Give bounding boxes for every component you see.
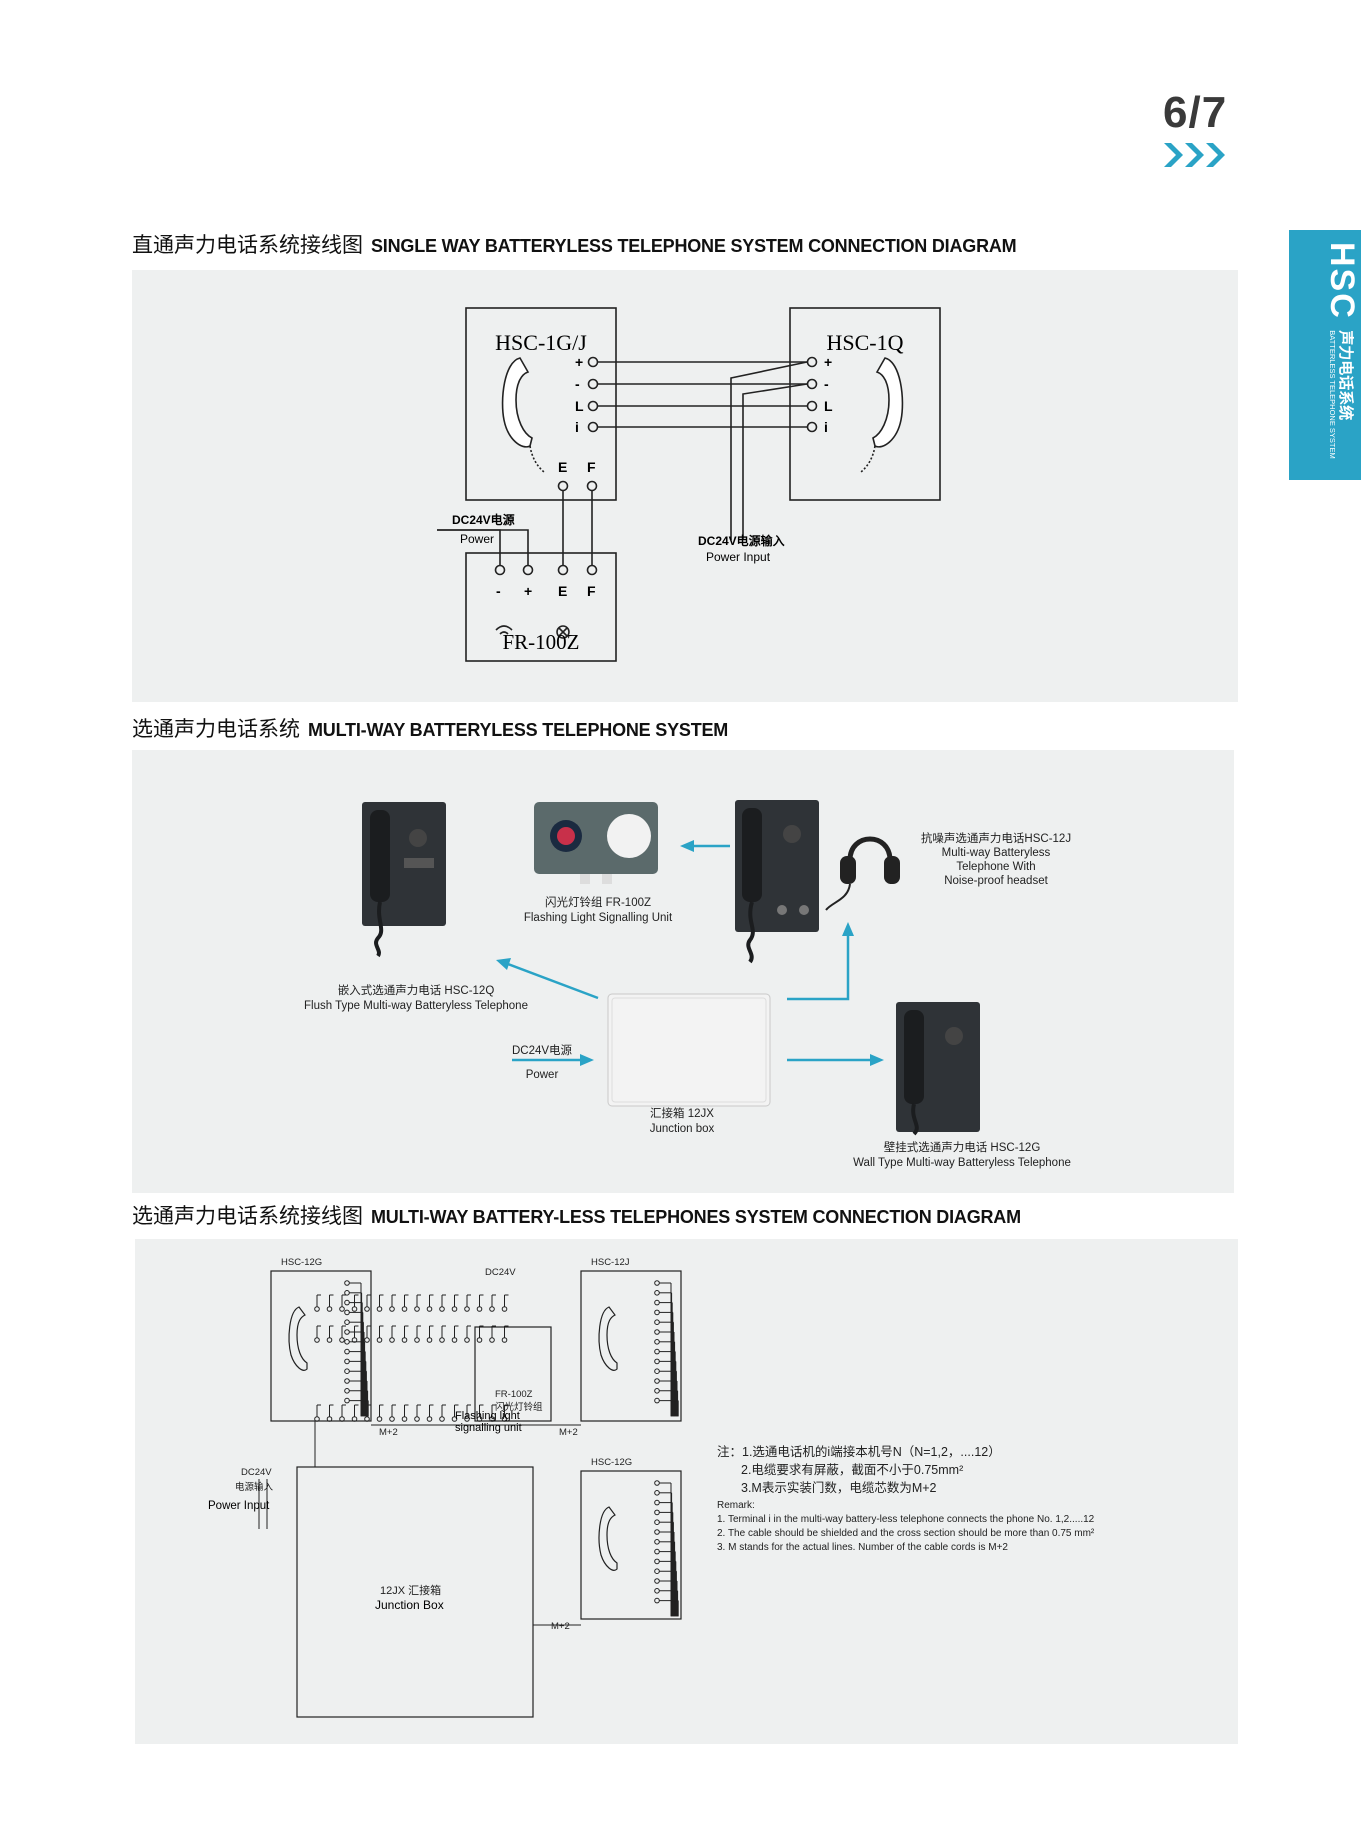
headset-cn-label: 抗噪声选通声力电话HSC-12J xyxy=(921,831,1071,845)
note-cn-1: 注：1.选通电话机的i端接本机号N（N=1,2，....12） xyxy=(717,1444,1001,1459)
multi-way-connection-diagram: HSC-12G HSC-12J HSC-12G DC24V DC24V FR-1… xyxy=(208,1257,1095,1718)
section2-panel: 闪光灯铃组 FR-100Z Flashing Light Signalling … xyxy=(132,750,1234,1193)
side-tab-en: BATTERLESS TELEPHONE SYSTEM xyxy=(1328,330,1338,459)
note-cn-3: 3.M表示实装门数，电缆芯数为M+2 xyxy=(741,1480,937,1495)
unit-a-label: HSC-12G xyxy=(281,1257,322,1268)
headset-phone-image xyxy=(735,800,819,964)
flush-phone-image xyxy=(362,802,446,958)
terminal-right-l: L xyxy=(824,398,833,414)
section1-title-cn: 直通声力电话系统接线图 xyxy=(132,234,363,257)
mplus-label-c: M+2 xyxy=(551,1621,570,1632)
section1-title-en: SINGLE WAY BATTERYLESS TELEPHONE SYSTEM … xyxy=(371,236,1017,256)
headset-icon xyxy=(825,836,900,911)
chevron-arrows-icon xyxy=(1164,143,1225,167)
fr-terminal-e: E xyxy=(558,583,567,599)
hsc-1gj-box xyxy=(465,307,617,501)
fr-device-label: FR-100Z xyxy=(502,630,579,654)
power-cn-label-2: DC24V电源 xyxy=(512,1043,573,1057)
power-input-cn-label: DC24V电源输入 xyxy=(698,533,785,548)
side-tab-big: HSC xyxy=(1323,242,1361,320)
flashing-cn-label: 闪光灯铃组 FR-100Z xyxy=(545,895,651,909)
fr-en-label-1: Flashing light xyxy=(455,1410,520,1422)
flashing-en-label: Flashing Light Signalling Unit xyxy=(524,912,673,924)
unit-c-label: HSC-12G xyxy=(591,1457,632,1468)
fr-en-label-2: signalling unit xyxy=(455,1422,522,1434)
power-en-label-3: Power Input xyxy=(208,1500,270,1512)
side-tab-cn: 声力电话系统 xyxy=(1337,330,1355,421)
multi-way-system-illustration: 闪光灯铃组 FR-100Z Flashing Light Signalling … xyxy=(304,800,1071,1169)
section3-title-cn: 选通声力电话系统接线图 xyxy=(132,1205,363,1228)
dc24v-label-top: DC24V xyxy=(485,1267,516,1278)
dc24v-label-left: DC24V xyxy=(241,1467,272,1478)
mplus-label-b: M+2 xyxy=(559,1427,578,1438)
fr-100z-box xyxy=(465,552,617,662)
section1-title: 直通声力电话系统接线图 SINGLE WAY BATTERYLESS TELEPH… xyxy=(132,229,1017,259)
left-device-label: HSC-1G/J xyxy=(495,330,587,355)
unit-b-box xyxy=(580,1270,682,1422)
remark-1: 1. Terminal i in the multi-way battery-l… xyxy=(717,1514,1095,1525)
terminal-e: E xyxy=(558,459,567,475)
side-tab: HSC 声力电话系统 BATTERLESS TELEPHONE SYSTEM xyxy=(1289,230,1361,480)
jb-cn-label: 12JX 汇接箱 xyxy=(380,1583,441,1597)
mplus-label-a: M+2 xyxy=(379,1427,398,1438)
wall-phone-image xyxy=(896,1002,980,1136)
junction-box-image xyxy=(607,993,771,1107)
single-way-diagram: HSC-1G/J HSC-1Q + - L i + - L i E F - + … xyxy=(437,307,941,662)
unit-a-box xyxy=(270,1270,372,1422)
flush-en-label: Flush Type Multi-way Batteryless Telepho… xyxy=(304,1000,528,1012)
power-input-en-label: Power Input xyxy=(706,550,771,564)
fr-terminal-minus: - xyxy=(496,583,501,599)
wall-cn-label: 壁挂式选通声力电话 HSC-12G xyxy=(884,1140,1041,1154)
headset-en-label-2: Telephone With xyxy=(956,861,1035,873)
fr-label: FR-100Z xyxy=(495,1389,533,1400)
section2-title: 选通声力电话系统 MULTI-WAY BATTERYLESS TELEPHONE … xyxy=(132,713,728,743)
jb-en-label: Junction Box xyxy=(375,1598,444,1612)
section1-panel: HSC-1G/J HSC-1Q + - L i + - L i E F - + … xyxy=(132,270,1238,702)
headset-en-label-1: Multi-way Batteryless xyxy=(942,847,1051,859)
power-en-label-2: Power xyxy=(526,1069,559,1081)
terminal-right-i: i xyxy=(824,419,828,435)
terminal-left-l: L xyxy=(575,398,584,414)
terminal-f: F xyxy=(587,459,596,475)
fr-terminal-f: F xyxy=(587,583,596,599)
note-cn-2: 2.电缆要求有屏蔽，截面不小于0.75mm² xyxy=(741,1463,963,1477)
section2-title-en: MULTI-WAY BATTERYLESS TELEPHONE SYSTEM xyxy=(308,720,729,740)
flush-cn-label: 嵌入式选通声力电话 HSC-12Q xyxy=(338,983,495,997)
power-en-label: Power xyxy=(460,532,494,546)
fr-box xyxy=(474,1326,552,1422)
section2-title-cn: 选通声力电话系统 xyxy=(132,718,300,741)
headset-en-label-3: Noise-proof headset xyxy=(944,875,1048,887)
section3-title: 选通声力电话系统接线图 MULTI-WAY BATTERY-LESS TELEPH… xyxy=(132,1200,1021,1230)
junction-box xyxy=(296,1466,534,1718)
fr-terminal-plus: + xyxy=(524,583,532,599)
terminal-left-i: i xyxy=(575,419,579,435)
fr-cn-label: 闪光灯铃组 xyxy=(495,1401,543,1413)
power-cn-label: DC24V电源 xyxy=(452,512,515,527)
unit-c-box xyxy=(580,1470,682,1620)
terminal-left-plus: + xyxy=(575,354,583,370)
page-number: 6/7 xyxy=(1163,88,1228,137)
terminal-left-minus: - xyxy=(575,376,580,392)
unit-b-label: HSC-12J xyxy=(591,1257,630,1268)
terminal-right-plus: + xyxy=(824,354,832,370)
remark-2: 2. The cable should be shielded and the … xyxy=(717,1528,1095,1539)
power-cn-label-3: 电源输入 xyxy=(235,1481,274,1493)
right-device-label: HSC-1Q xyxy=(826,330,903,355)
junction-cn-label: 汇接箱 12JX xyxy=(650,1106,714,1120)
section3-panel: HSC-12G HSC-12J HSC-12G DC24V DC24V FR-1… xyxy=(135,1239,1238,1744)
flashing-light-unit-image xyxy=(534,802,658,884)
terminal-right-minus: - xyxy=(824,376,829,392)
section3-title-en: MULTI-WAY BATTERY-LESS TELEPHONES SYSTEM… xyxy=(371,1207,1021,1227)
remark-label: Remark: xyxy=(717,1500,755,1511)
remark-3: 3. M stands for the actual lines. Number… xyxy=(717,1542,1008,1553)
hsc-1q-box xyxy=(789,307,941,501)
junction-en-label: Junction box xyxy=(650,1123,715,1135)
wall-en-label: Wall Type Multi-way Batteryless Telephon… xyxy=(853,1157,1071,1169)
